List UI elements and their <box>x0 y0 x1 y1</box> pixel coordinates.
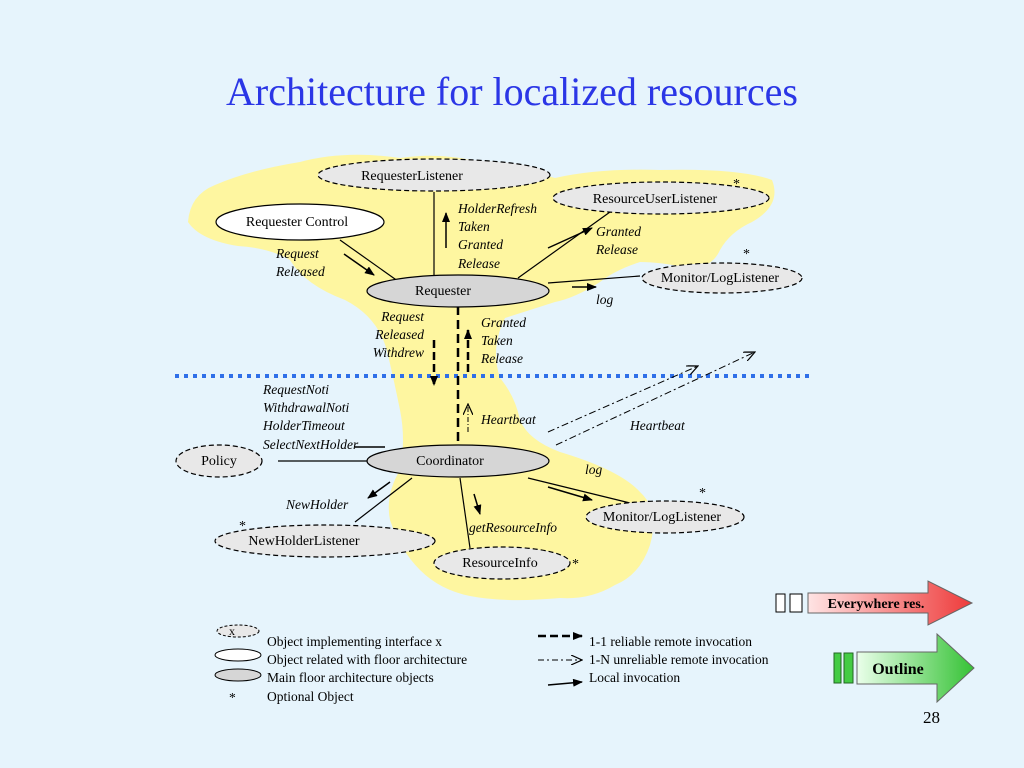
node-requester-control <box>215 203 385 241</box>
node-new-holder-listener-label: NewHolderListener <box>248 534 360 549</box>
label-heartbeat-left: Heartbeat <box>480 412 537 427</box>
edge-heartbeat-1 <box>555 352 755 446</box>
label-coordinator-events-2: WithdrawalNoti <box>263 400 350 415</box>
label-holder-refresh-4: Release <box>457 256 500 271</box>
node-monitor-log-listener-bottom-label: Monitor/LogListener <box>603 510 722 525</box>
edge-requester-to-resource-user-listener <box>517 211 611 279</box>
node-requester-control-label: Requester Control <box>246 215 348 230</box>
arrow-log-bottom <box>547 486 593 502</box>
label-granted-taken-release-3: Release <box>480 351 523 366</box>
node-requester-label: Requester <box>415 284 471 299</box>
label-holder-refresh-3: Granted <box>458 237 503 252</box>
label-granted-taken-release-1: Granted <box>481 315 526 330</box>
node-coordinator <box>366 444 550 478</box>
optional-marker-monitor-top: * <box>743 247 750 262</box>
optional-marker-resource-info: * <box>572 557 579 572</box>
label-coordinator-events-3: HolderTimeout <box>262 418 346 433</box>
everywhere-arrow-shape <box>807 580 974 626</box>
node-resource-user-listener-label: ResourceUserListener <box>593 192 718 207</box>
outline-label: Outline <box>872 661 924 678</box>
label-request-released-1: Request <box>275 246 320 261</box>
legend-optional-text: Optional Object <box>267 689 354 704</box>
legend-interface-marker: x <box>229 624 235 638</box>
label-coordinator-events-4: SelectNextHolder <box>263 437 359 452</box>
edge-labels: HolderRefresh Taken Granted Release Gran… <box>262 201 686 535</box>
label-request-released-withdrew-3: Withdrew <box>373 345 424 360</box>
edge-requester-to-monitor-top <box>547 275 641 284</box>
node-monitor-log-listener-bottom <box>585 500 745 534</box>
edge-heartbeat-2 <box>547 366 698 433</box>
node-requester-listener <box>317 158 551 192</box>
node-resource-user-listener <box>552 181 770 215</box>
slide-title: Architecture for localized resources <box>226 69 798 114</box>
optional-marker-monitor-bottom: * <box>699 486 706 501</box>
legend-main-objects-text: Main floor architecture objects <box>267 670 434 685</box>
outline-arrow-shape <box>856 632 975 704</box>
label-request-released-withdrew-2: Released <box>374 327 424 342</box>
label-holder-refresh-1: HolderRefresh <box>457 201 537 216</box>
label-heartbeat-right: Heartbeat <box>629 418 686 433</box>
label-holder-refresh-2: Taken <box>458 219 490 234</box>
node-resource-info <box>433 546 571 580</box>
legend-main-objects-symbol <box>214 668 262 682</box>
everywhere-res-button[interactable]: Everywhere res. <box>775 580 974 626</box>
label-new-holder: NewHolder <box>285 497 349 512</box>
page-number: 28 <box>923 708 940 727</box>
label-log-top: log <box>596 292 614 307</box>
legend-local-text: Local invocation <box>589 670 680 685</box>
legend-reliable-text: 1-1 reliable remote invocation <box>589 634 752 649</box>
label-request-released-2: Released <box>275 264 325 279</box>
arrow-new-holder <box>367 481 391 499</box>
label-granted-release-top-2: Release <box>595 242 638 257</box>
label-coordinator-events-1: RequestNoti <box>262 382 329 397</box>
node-new-holder-listener <box>214 524 436 558</box>
edge-control-to-requester <box>339 239 403 285</box>
node-requester <box>366 274 550 308</box>
node-coordinator-label: Coordinator <box>416 454 484 469</box>
arrow-get-resource-info <box>473 493 482 515</box>
label-get-resource-info: getResourceInfo <box>469 520 557 535</box>
everywhere-bar-2 <box>789 593 803 613</box>
arrow-granted-release-top <box>547 227 593 249</box>
outline-bar-1 <box>833 652 842 684</box>
everywhere-label: Everywhere res. <box>828 597 925 612</box>
label-granted-release-top-1: Granted <box>596 224 641 239</box>
node-monitor-log-listener-top <box>641 262 803 294</box>
optional-marker-resource-user: * <box>733 177 740 192</box>
node-requester-listener-label: RequesterListener <box>361 169 463 184</box>
everywhere-bar-1 <box>775 593 786 613</box>
label-granted-taken-release-2: Taken <box>481 333 513 348</box>
outline-bar-2 <box>843 652 854 684</box>
outline-button[interactable]: Outline <box>833 632 975 704</box>
node-resource-info-label: ResourceInfo <box>462 556 537 571</box>
arrow-request-released <box>343 253 375 276</box>
legend-unreliable-text: 1-N unreliable remote invocation <box>589 652 769 667</box>
node-policy <box>175 444 263 478</box>
legend-local-symbol <box>547 678 583 687</box>
legend-floor-related-symbol <box>214 648 262 662</box>
legend: x Object implementing interface x Object… <box>214 624 769 705</box>
legend-interface-symbol <box>216 624 260 638</box>
node-policy-label: Policy <box>201 454 237 469</box>
optional-marker-new-holder: * <box>239 519 246 534</box>
edge-coordinator-to-resource-info <box>459 477 471 549</box>
legend-interface-text: Object implementing interface x <box>267 634 442 649</box>
label-request-released-withdrew-1: Request <box>380 309 425 324</box>
legend-optional-marker: * <box>229 690 236 705</box>
edge-coordinator-to-new-holder-listener <box>354 477 413 523</box>
label-log-bottom: log <box>585 462 603 477</box>
legend-floor-related-text: Object related with floor architecture <box>267 652 467 667</box>
node-monitor-log-listener-top-label: Monitor/LogListener <box>661 271 780 286</box>
edge-coordinator-to-monitor-bottom <box>527 477 631 504</box>
